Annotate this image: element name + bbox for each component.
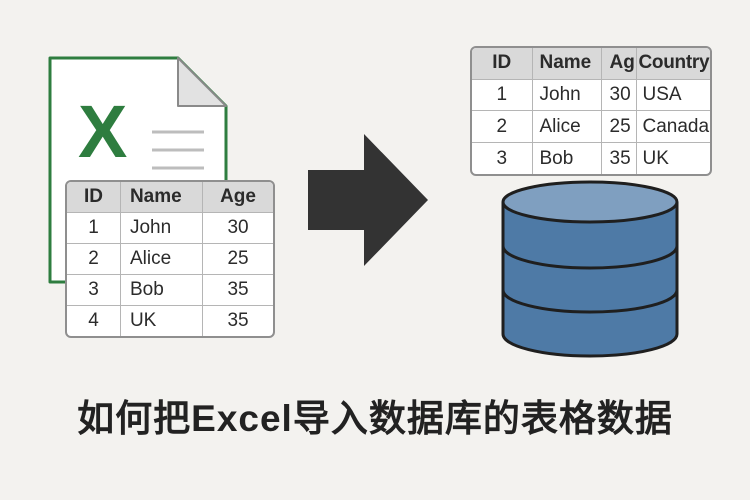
- table-cell: USA: [635, 78, 710, 112]
- table-cell: UK: [635, 142, 710, 174]
- table-cell: 1: [67, 211, 121, 244]
- table-row: 1 John 30 USA: [472, 78, 710, 112]
- database-icon: [495, 180, 685, 367]
- column-header: Ag: [600, 48, 637, 80]
- column-header: Name: [119, 182, 204, 213]
- table-cell: 1: [472, 78, 533, 112]
- table-cell: John: [531, 78, 602, 112]
- excel-x-letter: X: [78, 90, 127, 173]
- column-header: Name: [531, 48, 602, 80]
- table-cell: John: [119, 211, 204, 244]
- table-cell: 2: [472, 110, 533, 144]
- table-cell: Alice: [531, 110, 602, 144]
- column-header: Country: [635, 48, 710, 80]
- table-cell: 35: [202, 274, 273, 307]
- table-cell: 4: [67, 305, 121, 336]
- table-cell: Alice: [119, 242, 204, 276]
- table-row: 3 Bob 35 UK: [472, 142, 710, 174]
- table-row: 2 Alice 25 Canada: [472, 110, 710, 144]
- table-cell: Bob: [119, 274, 204, 307]
- table-cell: 2: [67, 242, 121, 276]
- table-cell: 25: [202, 242, 273, 276]
- table-row: 3 Bob 35: [67, 274, 273, 307]
- column-header: Age: [202, 182, 273, 213]
- table-row: 4 UK 35: [67, 305, 273, 336]
- table-row: 1 John 30: [67, 211, 273, 244]
- table-cell: 30: [600, 78, 637, 112]
- database-result-table: ID Name Ag Country 1 John 30 USA 2 Alice…: [470, 46, 712, 176]
- table-cell: 35: [202, 305, 273, 336]
- table-cell: 3: [67, 274, 121, 307]
- table-cell: 25: [600, 110, 637, 144]
- table-header-row: ID Name Age: [67, 182, 273, 213]
- table-cell: 3: [472, 142, 533, 174]
- table-header-row: ID Name Ag Country: [472, 48, 710, 80]
- table-row: 2 Alice 25: [67, 242, 273, 276]
- column-header: ID: [472, 48, 533, 80]
- column-header: ID: [67, 182, 121, 213]
- page-title: 如何把Excel导入数据库的表格数据: [77, 398, 673, 439]
- table-cell: 35: [600, 142, 637, 174]
- table-cell: UK: [119, 305, 204, 336]
- excel-table: ID Name Age 1 John 30 2 Alice 25 3 Bob 3…: [65, 180, 275, 338]
- table-cell: Bob: [531, 142, 602, 174]
- right-arrow-icon: [306, 132, 430, 273]
- table-cell: 30: [202, 211, 273, 244]
- table-cell: Canada: [635, 110, 710, 144]
